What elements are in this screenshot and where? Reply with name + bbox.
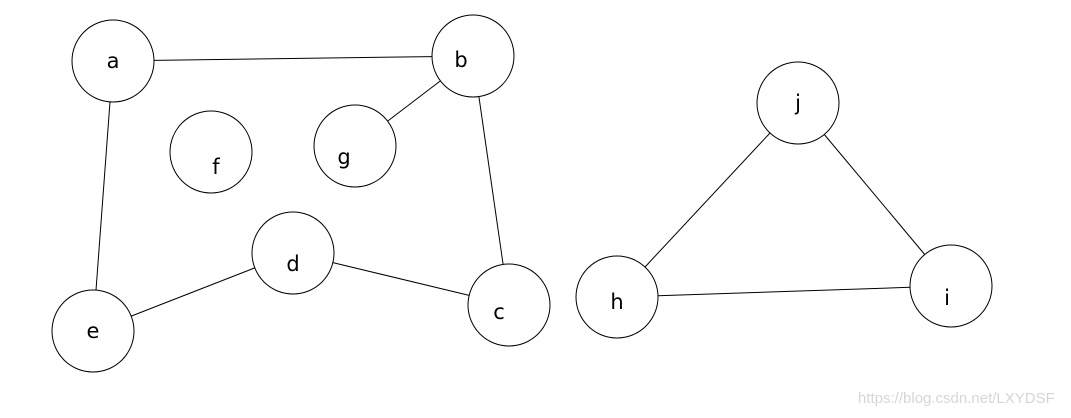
node-a: a	[71, 19, 155, 103]
node-label-j: j	[794, 91, 801, 115]
node-circle-h	[575, 255, 659, 339]
edge-h-i	[657, 286, 911, 297]
node-h: h	[575, 255, 659, 339]
node-circle-f	[169, 110, 253, 194]
node-label-f: f	[212, 155, 220, 179]
edge-c-d	[332, 262, 470, 296]
edge-i-j	[823, 134, 926, 255]
node-label-b: b	[454, 48, 467, 72]
node-label-h: h	[610, 290, 623, 314]
watermark-text: https://blog.csdn.net/LXYDSF	[858, 390, 1055, 407]
edge-h-j	[644, 132, 771, 268]
node-c: c	[467, 263, 551, 347]
node-b: b	[431, 14, 515, 98]
node-circle-c	[467, 263, 551, 347]
node-label-i: i	[944, 286, 950, 310]
node-circle-i	[909, 244, 993, 328]
nodes-layer: a b c d e f g h i j	[51, 14, 993, 373]
edge-a-e	[95, 101, 111, 291]
node-label-e: e	[87, 319, 100, 343]
edge-b-g	[387, 80, 441, 122]
node-d: d	[251, 211, 335, 295]
node-e: e	[51, 289, 135, 373]
node-f: f	[169, 110, 253, 194]
node-label-a: a	[107, 49, 120, 73]
node-label-d: d	[286, 252, 299, 276]
node-circle-j	[756, 61, 840, 145]
node-label-g: g	[337, 145, 350, 169]
node-i: i	[909, 244, 993, 328]
edge-b-c	[478, 96, 504, 265]
node-j: j	[756, 61, 840, 145]
node-circle-g	[313, 104, 397, 188]
node-circle-d	[251, 211, 335, 295]
node-circle-e	[51, 289, 135, 373]
edge-a-b	[153, 56, 433, 61]
edge-d-e	[131, 267, 255, 317]
node-circle-b	[431, 14, 515, 98]
node-g: g	[313, 104, 397, 188]
edges-layer	[95, 56, 926, 317]
node-circle-a	[71, 19, 155, 103]
node-label-c: c	[493, 300, 505, 324]
